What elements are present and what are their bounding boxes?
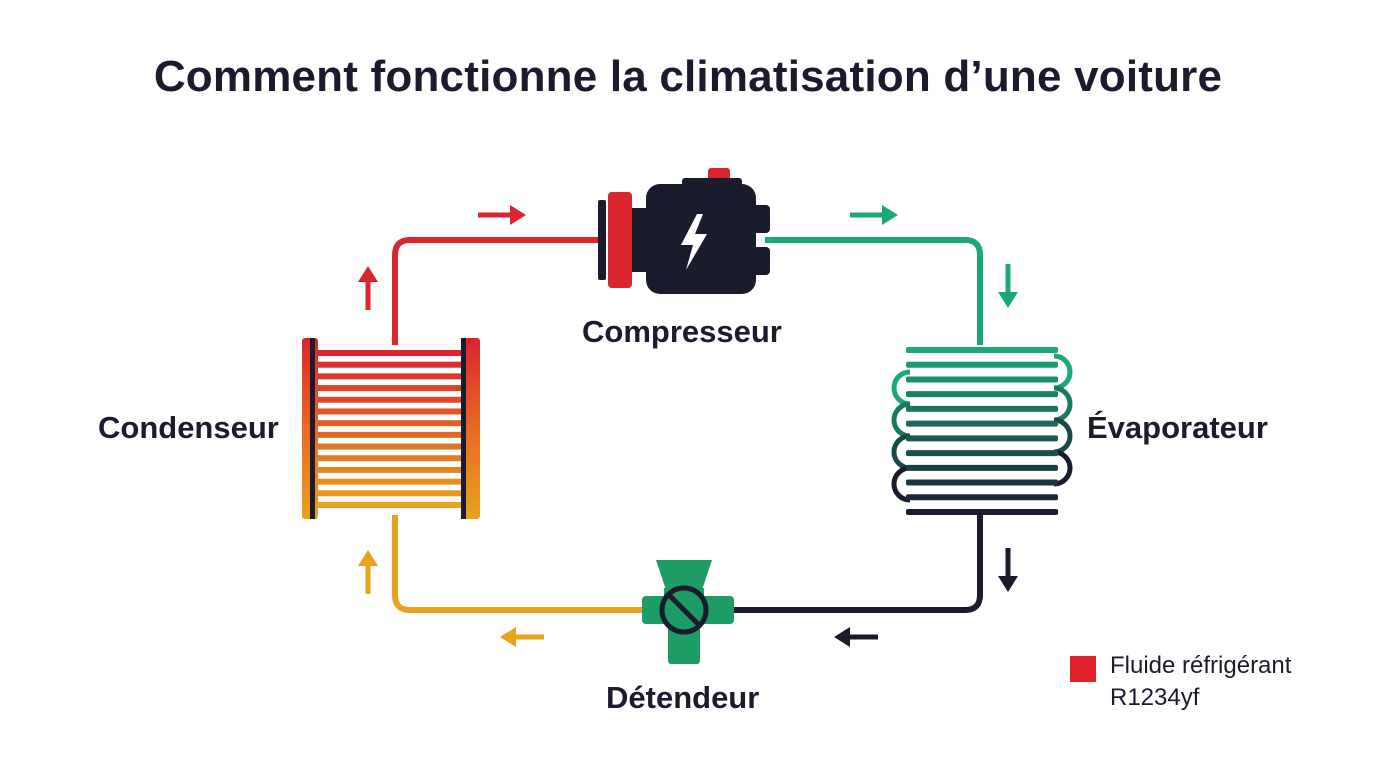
- arrow-up-red-icon: [358, 266, 378, 310]
- evaporator-icon: [891, 347, 1073, 515]
- arrow-right-red-icon: [478, 205, 526, 225]
- evaporator-label: Évaporateur: [1087, 410, 1268, 445]
- evaporator-tube: [906, 494, 1058, 501]
- legend-line-1: Fluide réfrigérant: [1110, 652, 1292, 679]
- legend: Fluide réfrigérant R1234yf: [1070, 650, 1291, 714]
- legend-line-2: R1234yf: [1110, 684, 1200, 711]
- condenser-fin: [318, 408, 464, 415]
- condenser-fin: [318, 373, 464, 380]
- evaporator-coil-loop: [1053, 353, 1073, 391]
- condenser-fin: [318, 396, 464, 403]
- condenser-fin: [318, 478, 464, 485]
- evaporator-tube: [906, 376, 1058, 383]
- condenser-fin: [318, 455, 464, 462]
- condenser-fin: [318, 420, 464, 427]
- compressor-icon: [598, 168, 770, 294]
- evaporator-tube: [906, 450, 1058, 457]
- arrow-down-green-icon: [998, 264, 1018, 308]
- expansion-valve-label: Détendeur: [606, 680, 760, 715]
- pipe-warm: [392, 515, 645, 613]
- condenser-icon: [302, 338, 480, 519]
- evaporator-tube: [906, 509, 1058, 515]
- arrow-left-dark-icon: [834, 627, 878, 647]
- arrow-up-orange-icon: [358, 550, 378, 594]
- pipes: [392, 237, 983, 613]
- legend-swatch: [1070, 656, 1096, 682]
- condenser-fin: [318, 361, 464, 368]
- evaporator-tube: [906, 405, 1058, 412]
- pipe-cold-top: [765, 237, 983, 345]
- pipe-hot: [392, 237, 605, 345]
- evaporator-tube: [906, 435, 1058, 442]
- condenser-fin: [318, 431, 464, 438]
- evaporator-tube: [906, 361, 1058, 368]
- expansion-valve-icon: [642, 560, 734, 664]
- lightning-bolt-icon: [681, 214, 707, 270]
- flow-arrows: [358, 205, 1018, 647]
- evaporator-tube: [906, 391, 1058, 398]
- arrow-right-green-icon: [850, 205, 898, 225]
- legend-text: Fluide réfrigérant R1234yf: [1110, 650, 1291, 714]
- condenser-fin: [318, 502, 464, 508]
- condenser-fin: [318, 385, 464, 392]
- evaporator-tube: [906, 479, 1058, 486]
- condenser-fin: [318, 490, 464, 497]
- page-title: Comment fonctionne la climatisation d’un…: [153, 52, 1223, 101]
- arrow-left-orange-icon: [500, 627, 544, 647]
- condenser-fin: [318, 350, 464, 356]
- arrow-down-dark-icon: [998, 548, 1018, 592]
- evaporator-tube: [906, 347, 1058, 353]
- condenser-fin: [318, 443, 464, 450]
- compressor-label: Compresseur: [582, 314, 782, 349]
- evaporator-coil-loop: [891, 465, 911, 503]
- evaporator-tube: [906, 420, 1058, 427]
- condenser-fin: [318, 466, 464, 473]
- condenser-label: Condenseur: [98, 410, 279, 445]
- evaporator-coil-loop: [1053, 449, 1073, 487]
- pipe-cold-bottom: [730, 515, 983, 613]
- evaporator-tube: [906, 464, 1058, 471]
